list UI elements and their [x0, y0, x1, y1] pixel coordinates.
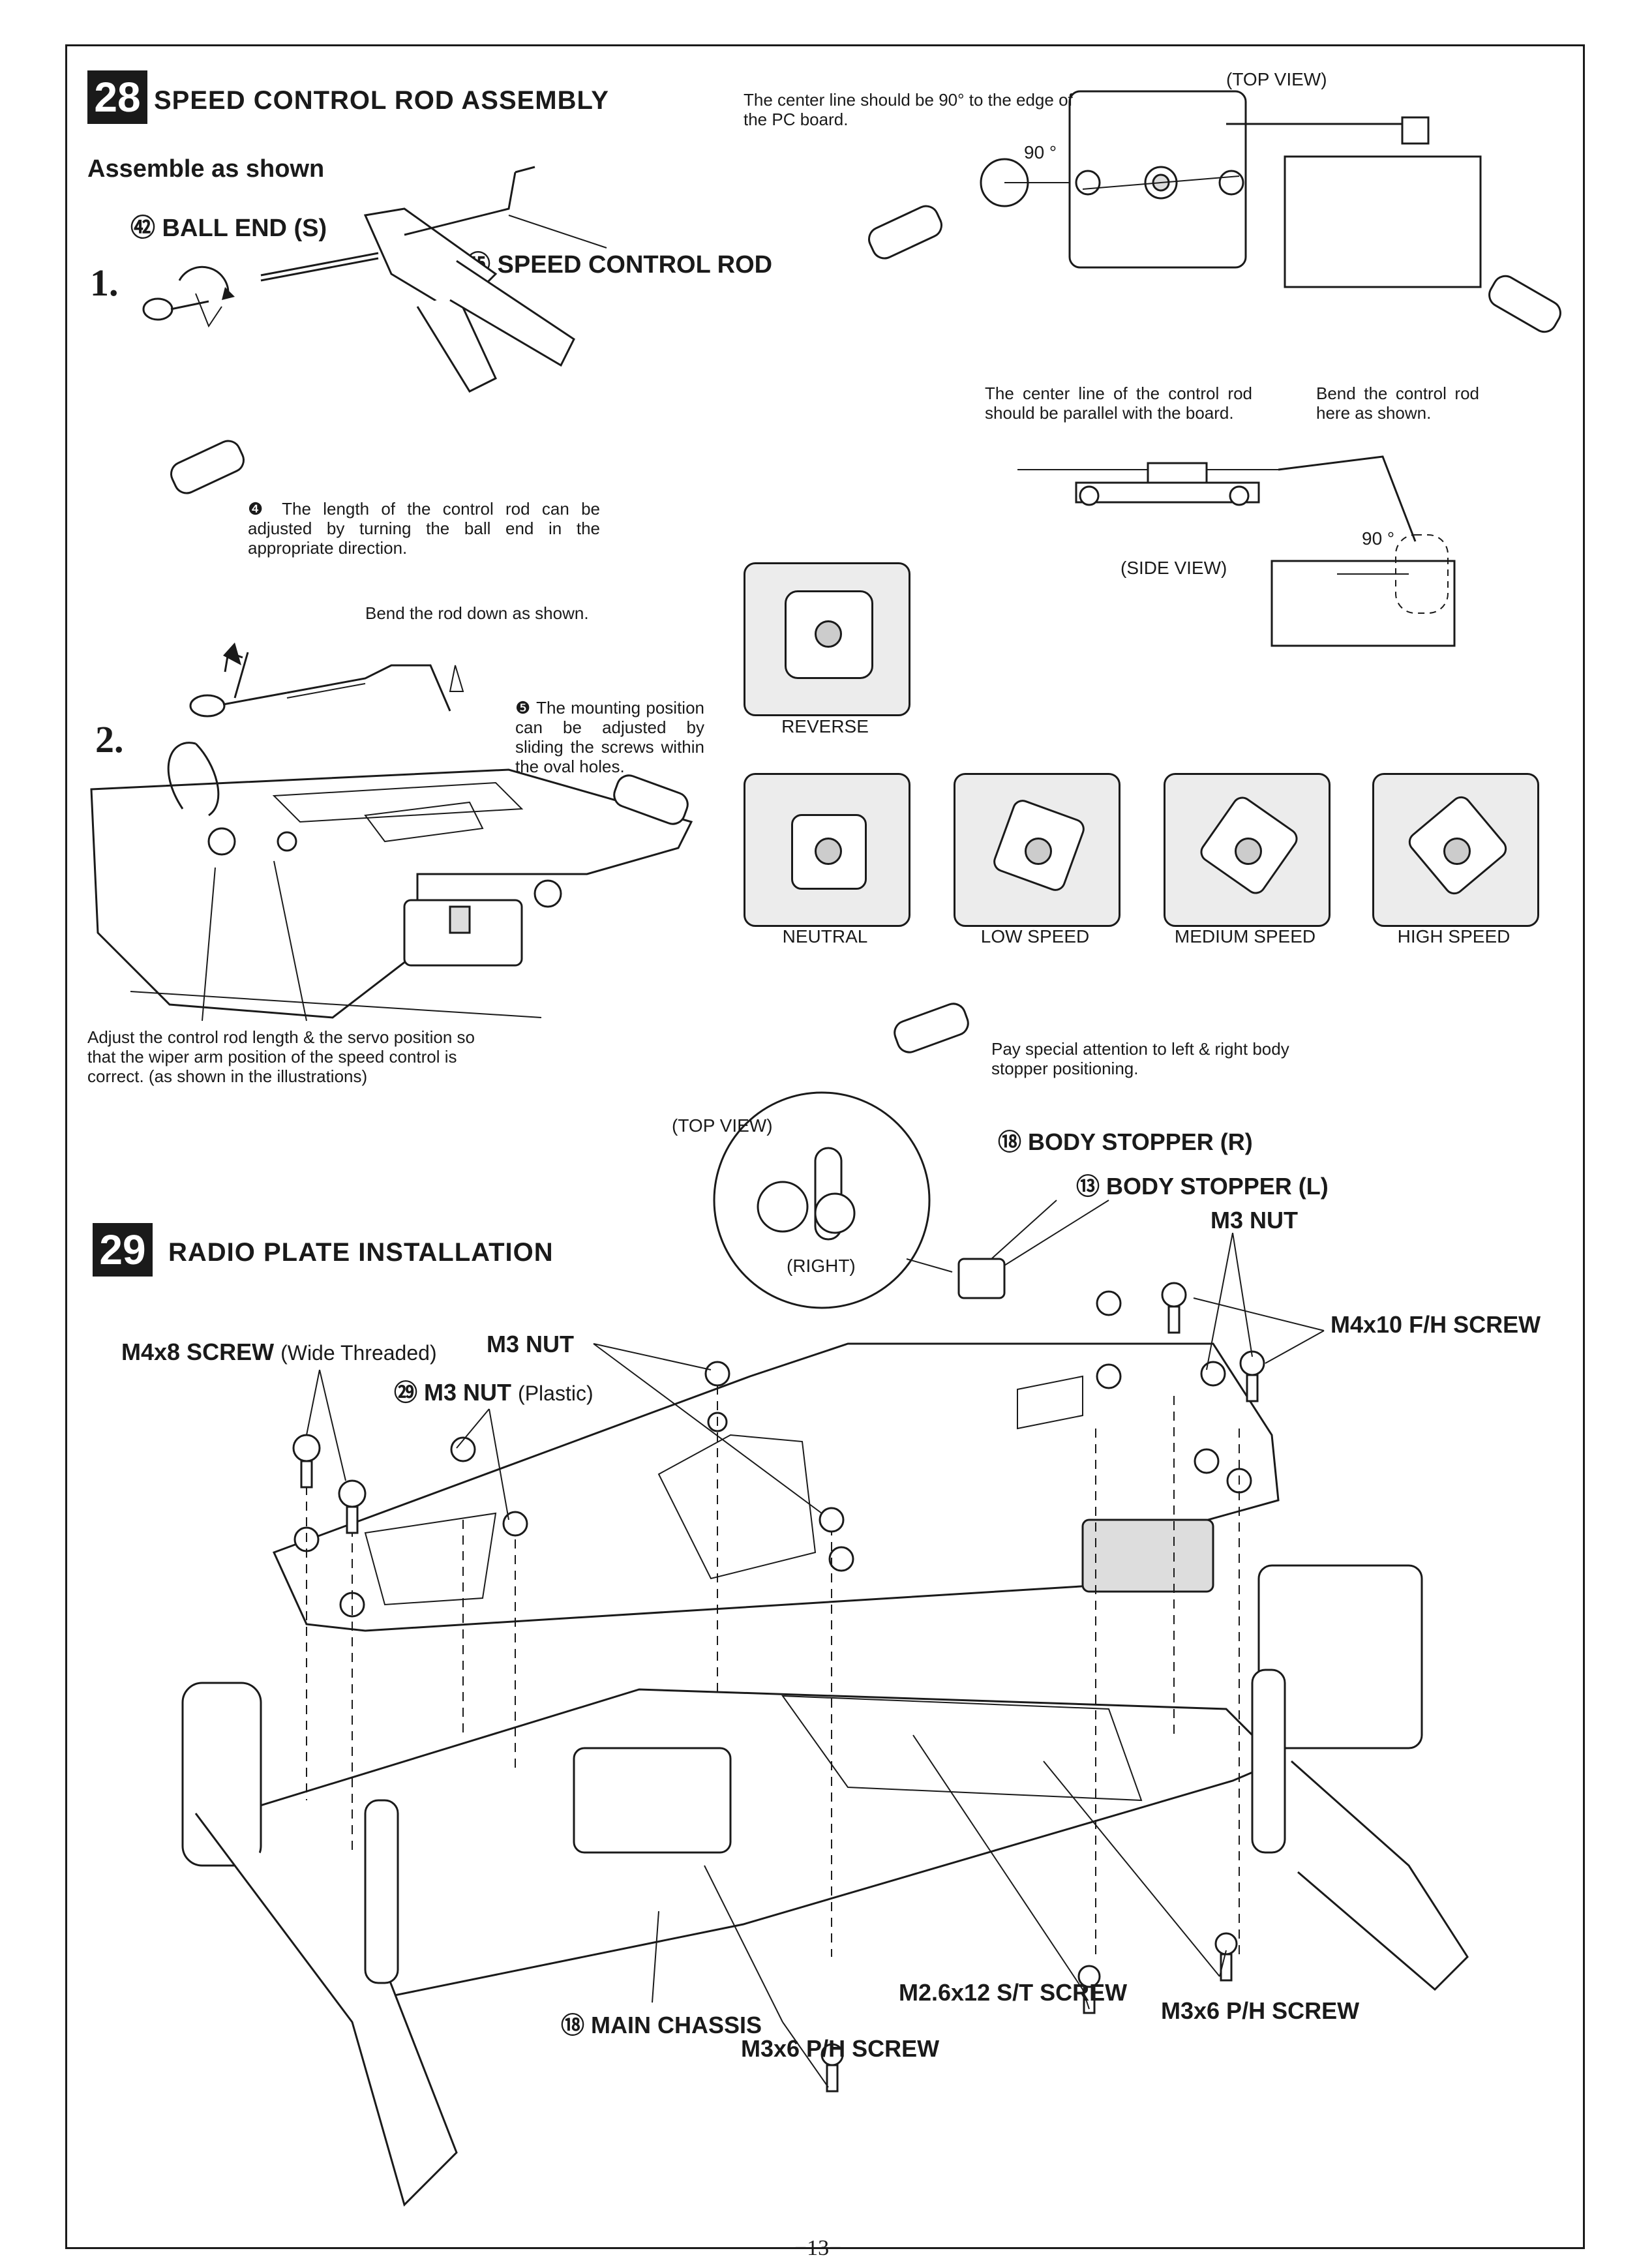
main-chassis-label: ⑱ MAIN CHASSIS — [561, 2012, 762, 2038]
stopper-note: Pay special attention to left & right bo… — [991, 1039, 1289, 1078]
section-29-number: 29 — [93, 1223, 153, 1277]
angle-90-top: 90 ° — [1024, 142, 1057, 162]
m3-nut-left-label: M3 NUT — [487, 1331, 574, 1357]
section-28-number: 28 — [87, 70, 147, 124]
section-28-subtitle: Assemble as shown — [87, 155, 325, 183]
label-medium-speed: MEDIUM SPEED — [1174, 926, 1316, 946]
top-view-inset-caption: (TOP VIEW) — [672, 1115, 773, 1136]
section-29-title: RADIO PLATE INSTALLATION — [168, 1238, 554, 1267]
plastic-note: (Plastic) — [518, 1382, 594, 1405]
label-high-speed: HIGH SPEED — [1397, 926, 1511, 946]
m26x12-label: M2.6x12 S/T SCREW — [899, 1979, 1128, 2006]
page-frame — [65, 44, 1585, 2249]
side-view-caption: (SIDE VIEW) — [1120, 558, 1227, 578]
step-1-label: 1. — [90, 262, 119, 304]
speed-control-rod-label: ⑮ SPEED CONTROL ROD — [466, 251, 773, 279]
top-view-caption: (TOP VIEW) — [1226, 69, 1327, 89]
page-number: −13− — [794, 2236, 842, 2260]
m3-nut-plastic-label: ㉙ M3 NUT — [394, 1379, 512, 1406]
bend-rod-note: Bend the rod down as shown. — [365, 603, 589, 623]
m3-nut-right-label: M3 NUT — [1210, 1207, 1298, 1233]
m4x8-label: M4x8 SCREW — [121, 1338, 275, 1365]
panel-low-speed — [954, 773, 1120, 927]
m4x8-note: (Wide Threaded) — [280, 1341, 437, 1365]
m4x10-label: M4x10 F/H SCREW — [1331, 1311, 1541, 1338]
section-28-title: SPEED CONTROL ROD ASSEMBLY — [154, 86, 609, 115]
adjust-note: Adjust the control rod length & the serv… — [87, 1027, 475, 1086]
panel-high-speed — [1372, 773, 1539, 927]
label-low-speed: LOW SPEED — [980, 926, 1090, 946]
panel-reverse — [744, 562, 910, 716]
center-line-90-note: The center line should be 90° to the edg… — [744, 90, 1073, 129]
m3-nut-plastic-group: ㉙ M3 NUT (Plastic) — [394, 1374, 594, 1408]
label-neutral: NEUTRAL — [782, 926, 868, 946]
center-line-parallel-note: The center line of the control rod shoul… — [985, 384, 1252, 423]
right-inset-caption: (RIGHT) — [787, 1256, 856, 1276]
note-a: ❹ The length of the control rod can be a… — [248, 499, 600, 558]
m4x8-label-group: M4x8 SCREW (Wide Threaded) — [121, 1338, 437, 1366]
body-stopper-l-label: ⑬ BODY STOPPER (L) — [1076, 1173, 1329, 1200]
note-b: ❺ The mounting position can be adjusted … — [515, 698, 704, 776]
angle-90-side: 90 ° — [1362, 528, 1395, 549]
ball-end-label: ㊷ BALL END (S) — [130, 215, 327, 242]
step-2-label: 2. — [95, 718, 124, 761]
panel-medium-speed — [1164, 773, 1331, 927]
body-stopper-r-label: ⑱ BODY STOPPER (R) — [998, 1128, 1253, 1155]
panel-neutral — [744, 773, 910, 927]
m3x6-right-label: M3x6 P/H SCREW — [1161, 1997, 1360, 2024]
bend-control-rod-note: Bend the control rod here as shown. — [1316, 384, 1479, 423]
label-reverse: REVERSE — [781, 716, 869, 736]
m3x6-left-label: M3x6 P/H SCREW — [741, 2035, 940, 2062]
